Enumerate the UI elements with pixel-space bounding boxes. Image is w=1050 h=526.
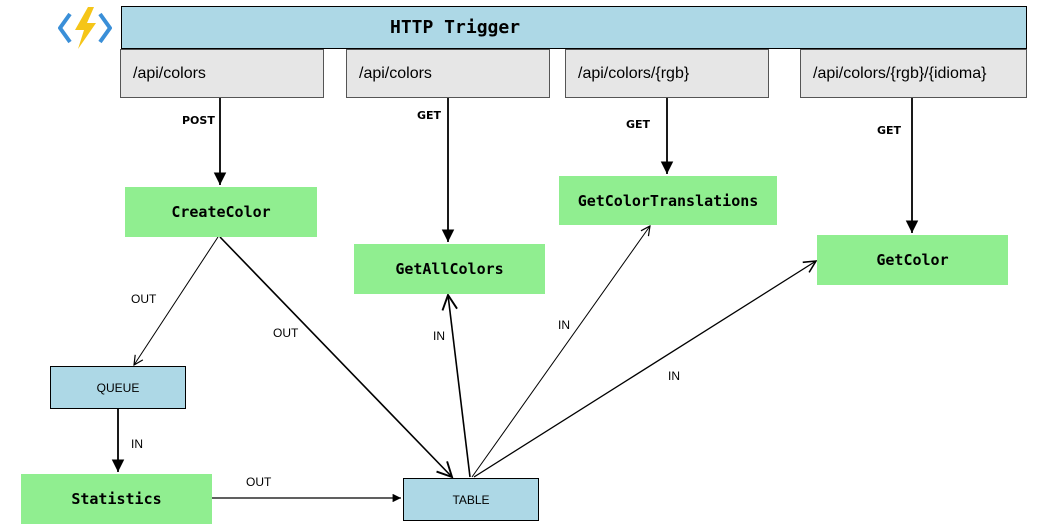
edge-table-to-gettranslations (471, 226, 650, 478)
function-getcolor: GetColor (817, 235, 1008, 285)
edge-table-to-getallcolors (448, 295, 471, 478)
route-label: /api/colors (359, 65, 432, 82)
function-label: GetAllColors (395, 260, 504, 278)
store-label: TABLE (452, 492, 490, 507)
method-label-get: GET (417, 109, 442, 122)
function-createcolor: CreateColor (125, 187, 317, 237)
http-trigger-header: HTTP Trigger (121, 6, 1027, 49)
function-label: Statistics (71, 490, 162, 508)
store-label: QUEUE (96, 380, 140, 395)
edge-label-in: IN (433, 329, 445, 343)
edge-label-in: IN (668, 369, 680, 383)
edge-label-out: OUT (131, 292, 157, 306)
route-get-color-rgb-idioma: /api/colors/{rgb}/{idioma} (800, 49, 1027, 98)
function-getallcolors: GetAllColors (354, 244, 545, 294)
azure-functions-icon (58, 7, 112, 49)
function-label: GetColor (876, 251, 949, 269)
method-label-post: POST (182, 114, 215, 127)
edge-label-in: IN (558, 318, 570, 332)
edge-createcolor-to-table (219, 236, 452, 477)
store-table: TABLE (403, 478, 539, 521)
function-getcolortranslations: GetColorTranslations (559, 176, 777, 225)
store-queue: QUEUE (50, 366, 186, 409)
http-trigger-title: HTTP Trigger (390, 17, 521, 38)
edge-createcolor-to-queue (134, 236, 219, 365)
edge-label-out: OUT (246, 475, 272, 489)
route-label: /api/colors/{rgb}/{idioma} (813, 65, 987, 82)
method-label-get: GET (626, 118, 651, 131)
method-label-get: GET (877, 124, 902, 137)
edge-table-to-getcolor (473, 261, 816, 478)
function-statistics: Statistics (21, 474, 212, 524)
edge-label-in: IN (131, 437, 143, 451)
edge-label-out: OUT (273, 326, 299, 340)
route-get-colors: /api/colors (346, 49, 550, 98)
route-post-colors: /api/colors (120, 49, 324, 98)
function-label: CreateColor (171, 203, 271, 221)
route-label: /api/colors (133, 65, 206, 82)
function-label: GetColorTranslations (577, 191, 759, 210)
route-label: /api/colors/{rgb} (578, 65, 690, 82)
route-get-color-rgb: /api/colors/{rgb} (565, 49, 769, 98)
